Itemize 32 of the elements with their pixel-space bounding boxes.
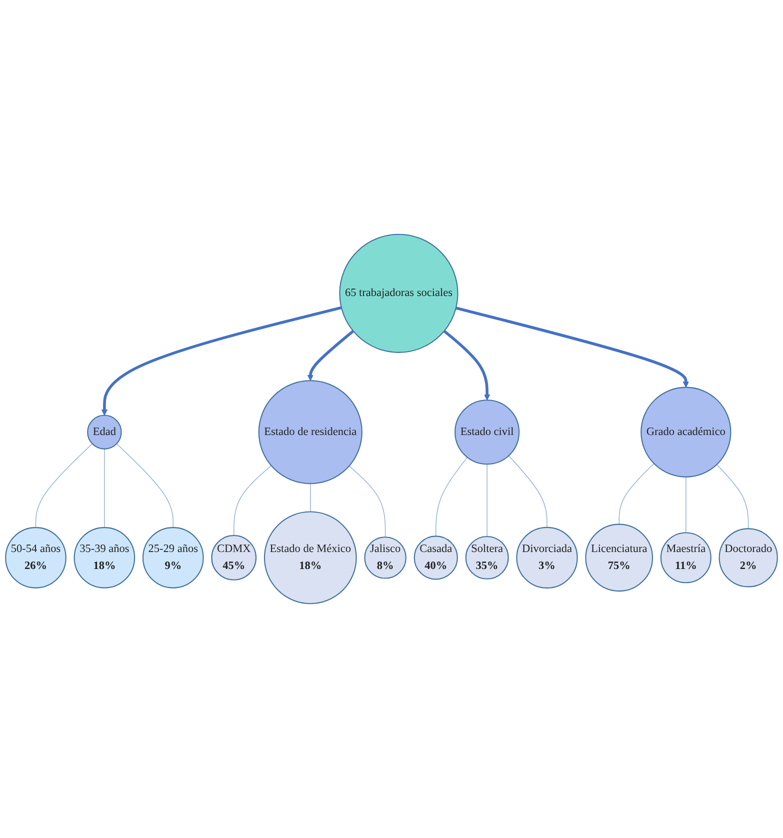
node-circle: 65 trabajadoras sociales [339, 234, 458, 353]
node-circle: 50-54 años 26% [5, 527, 66, 588]
node-circle: 35-39 años 18% [74, 527, 136, 588]
connector [104, 448, 105, 528]
node-circle: Estado de residencia [258, 380, 362, 484]
node-circle: Licenciatura 75% [585, 524, 654, 592]
arrow [456, 306, 689, 388]
node-circle: Estado civil [454, 400, 520, 465]
node-circle: Casada 40% [414, 536, 458, 580]
arrow [443, 330, 490, 400]
node-circle: Doctorado 2% [718, 528, 778, 588]
node-circle: Soltera 35% [465, 536, 509, 580]
connector [436, 457, 468, 537]
node-circle: Divorciada 3% [516, 526, 578, 588]
node-circle: CDMX 45% [211, 535, 257, 580]
connector [716, 464, 749, 530]
connector [234, 465, 272, 536]
connector [486, 464, 488, 537]
connector [116, 443, 174, 528]
node-circle: Estado de México 18% [264, 511, 357, 604]
node-circle: Grado académico [640, 386, 732, 478]
connector [508, 455, 548, 528]
arrow [101, 306, 342, 416]
node-circle: Edad [87, 414, 122, 450]
node-circle: Maestría 11% [660, 532, 712, 584]
connector [618, 463, 654, 525]
arrow [307, 330, 354, 381]
node-circle: Jalisco 8% [364, 536, 406, 579]
connector [348, 466, 386, 538]
connector [35, 443, 93, 528]
connector [310, 483, 311, 512]
node-circle: 25-29 años 9% [142, 527, 204, 588]
